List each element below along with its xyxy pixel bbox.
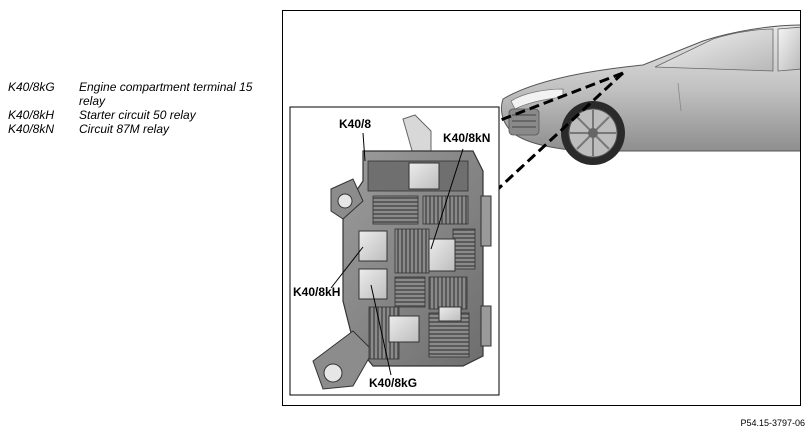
relay-k40-8kn-top <box>408 162 440 190</box>
legend-row-k40-8kn: K40/8kN Circuit 87M relay <box>8 122 278 136</box>
callout-lines <box>330 132 464 376</box>
relay-k40-8kh <box>358 230 388 262</box>
car-illustration <box>500 24 800 165</box>
legend-code: K40/8kN <box>8 122 55 136</box>
callout-k40-8kn: K40/8kN <box>443 131 490 145</box>
callout-k40-8kh: K40/8kH <box>293 285 340 299</box>
legend-description: Starter circuit 50 relay <box>79 108 196 122</box>
callout-k40-8: K40/8 <box>339 117 371 131</box>
legend-code: K40/8kG <box>8 80 55 94</box>
legend-description: Engine compartment terminal 15 relay <box>79 80 253 108</box>
legend-row-k40-8kg: K40/8kG Engine compartment terminal 15 r… <box>8 80 278 108</box>
legend-description: Circuit 87M relay <box>79 122 170 136</box>
figure-frame: K40/8 K40/8kN K40/8kH K40/8kG <box>282 10 801 406</box>
callout-k40-8kg: K40/8kG <box>369 376 417 390</box>
legend-row-k40-8kh: K40/8kH Starter circuit 50 relay <box>8 108 278 122</box>
fuse-box-illustration: K40/8 K40/8kN K40/8kH K40/8kG <box>289 24 800 396</box>
fuse-box <box>312 114 492 390</box>
relay-k40-8kn <box>428 238 456 272</box>
legend-code: K40/8kH <box>8 108 55 122</box>
legend: K40/8kG Engine compartment terminal 15 r… <box>8 80 278 136</box>
figure-code: P54.15-3797-06 <box>740 418 805 428</box>
leader-lines <box>496 71 625 191</box>
